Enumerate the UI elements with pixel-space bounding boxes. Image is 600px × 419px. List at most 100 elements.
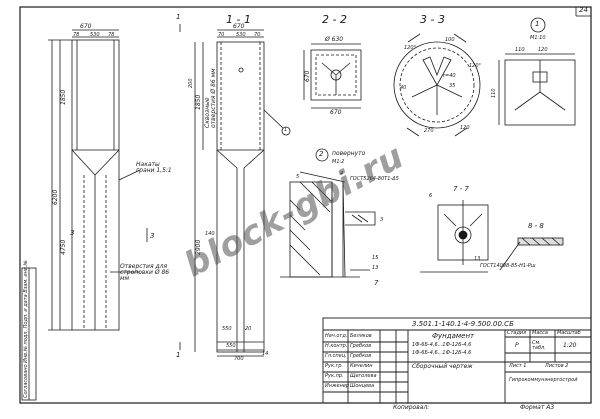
title-block: [322, 317, 592, 404]
front-dim-670: 670: [80, 23, 92, 30]
detail-2-label-5: 5: [296, 174, 300, 180]
s22-dim-side: 670: [304, 70, 311, 82]
front-dim-6200: 6200: [52, 189, 59, 205]
s11-dim-70a: 70: [218, 32, 225, 38]
section-7-7-label-6: 6: [429, 193, 433, 199]
front-view: [48, 29, 141, 331]
tb-name-4: Щеголева: [350, 373, 377, 379]
section-3-3-view: [393, 33, 481, 137]
detail-2-view: [280, 148, 376, 278]
front-dim-530: 530: [90, 32, 100, 38]
section-7-7-weld-note: ГОСТ14098-85-Н1-Рш: [480, 263, 536, 269]
s33-dim-120a: 120°: [404, 45, 417, 51]
detail-1-scale: М1:10: [530, 35, 546, 41]
detail-2-label-13: 13: [372, 265, 379, 271]
detail-1-dim-110b: 110: [491, 88, 497, 98]
tb-sheets: Листов 2: [545, 363, 569, 369]
s11-dim-200: 200: [188, 78, 194, 88]
cut-label-3a: 3: [150, 232, 155, 240]
tb-role-5: Инженер: [325, 383, 350, 389]
section-3-3-title: 3 - 3: [420, 13, 445, 26]
section-1-1-view: [194, 29, 291, 357]
s22-dim-top: Ø 630: [325, 36, 344, 43]
section-2-2-title: 2 - 2: [322, 13, 347, 26]
front-dim-78b: 78: [108, 32, 115, 38]
section-8-8-view: [499, 237, 564, 271]
section-7-7-label-13: 13: [474, 256, 481, 262]
cut-label-3b: 3: [70, 229, 75, 237]
tb-name-0: Беляков: [350, 333, 372, 339]
detail-2-label-3: 3: [380, 217, 384, 223]
tb-role-0: Нач.отд.: [325, 333, 348, 339]
tb-role-4: Рук.пр.: [325, 373, 344, 379]
footer-format: Формат А3: [520, 404, 555, 411]
detail-2-title: 2: [319, 150, 324, 158]
s11-dim-700: 700: [234, 356, 244, 362]
side-stamp-text: Согласовано Инв.№ подл. Подп. и дата Вза…: [23, 260, 29, 398]
s11-dim-14: 14: [262, 351, 269, 357]
tb-name-5: Шонцева: [350, 383, 375, 389]
section-7-7-view: [420, 200, 489, 273]
detail-2-label-15: 15: [372, 255, 379, 261]
front-dim-1850: 1850: [60, 89, 67, 105]
sheet-frame: [19, 6, 592, 404]
s33-dim-120b: 120°: [469, 63, 482, 69]
section-8-8-title: 8 - 8: [528, 222, 544, 230]
tb-name-3: Кичелин: [350, 363, 373, 369]
tb-stage: Р: [515, 342, 519, 349]
front-dim-78a: 78: [73, 32, 80, 38]
tb-col-stage: Стадия: [507, 330, 527, 336]
page-number: 24: [579, 6, 588, 14]
detail-2-scale: М1:2: [332, 159, 345, 165]
front-note-bevel: Накаты грани 1,5:1: [136, 161, 172, 174]
s33-dim-35: 35: [449, 83, 456, 89]
tb-sheet: Лист 1: [509, 363, 527, 369]
s11-dim-20: 20: [245, 326, 252, 332]
tb-mark-0: 1Ф-6Б-4,6...1Ф-12Б-4,6: [412, 342, 472, 348]
cut-markers: [146, 24, 181, 350]
s11-note-hole: Сквозные отверстия Ø 86 мм: [204, 68, 217, 128]
tb-scale: 1:20: [563, 342, 577, 349]
section-7-7-title: 7 - 7: [453, 185, 469, 193]
front-note-hole: Отверстия для строповки Ø 86 мм: [120, 263, 170, 282]
s11-dim-550b: 550: [226, 343, 236, 349]
tb-mark-1: 1Ф-6Б-4,6...1Ф-12Б-4,6: [412, 350, 472, 356]
tb-role-1: Н.контр.: [325, 343, 348, 349]
detail-1-title: 1: [535, 20, 540, 28]
s11-dim-1850: 1850: [195, 94, 202, 110]
s22-dim-bottom: 670: [330, 109, 342, 116]
tb-role-3: Рук.гр.: [325, 363, 343, 369]
detail-1-view: [498, 17, 576, 126]
section-2-2-view: [303, 43, 362, 109]
title-block-code: 3.501.1-140.1-4-9.500.00.СБ: [412, 320, 514, 328]
detail-2-subtitle: повернуто: [332, 150, 366, 157]
s33-dim-120c: 120: [460, 125, 470, 131]
section-1-1-title: 1 - 1: [226, 13, 251, 26]
tb-doc-type: Сборочный чертеж: [412, 363, 473, 370]
s11-dim-70b: 70: [254, 32, 261, 38]
detail-2-label-4: 4: [340, 171, 344, 177]
front-dim-4750: 4750: [60, 239, 67, 255]
s33-dim-270: 270: [424, 128, 434, 134]
tb-name-1: Гребков: [350, 343, 372, 349]
tb-name-2: Гребков: [350, 353, 372, 359]
s11-dim-670: 670: [233, 23, 245, 30]
callout-1: [281, 126, 291, 136]
tb-col-mass: Масса: [532, 330, 548, 336]
s11-callout-1: 1: [284, 127, 288, 133]
s11-dim-530: 530: [236, 32, 246, 38]
cut-label-1a: 1: [176, 13, 181, 21]
s33-dim-100: 100: [445, 37, 455, 43]
tb-product: Фундамент: [432, 332, 475, 340]
detail-1-dim-110a: 110: [515, 47, 525, 53]
tb-mass: См. табл.: [532, 340, 546, 351]
tb-org: Гипрокоммунэнергострой: [509, 377, 578, 383]
s11-dim-550a: 550: [222, 326, 232, 332]
s33-dim-40: 40: [400, 85, 407, 91]
s11-dim-140: 140: [205, 231, 215, 237]
tb-col-scale: Масштаб: [557, 330, 581, 336]
cut-label-1b: 1: [176, 351, 181, 359]
detail-2-weld-note: ГОСТ5264-80Т1-Δ5: [350, 176, 399, 182]
cut-label-7: 7: [374, 279, 379, 287]
